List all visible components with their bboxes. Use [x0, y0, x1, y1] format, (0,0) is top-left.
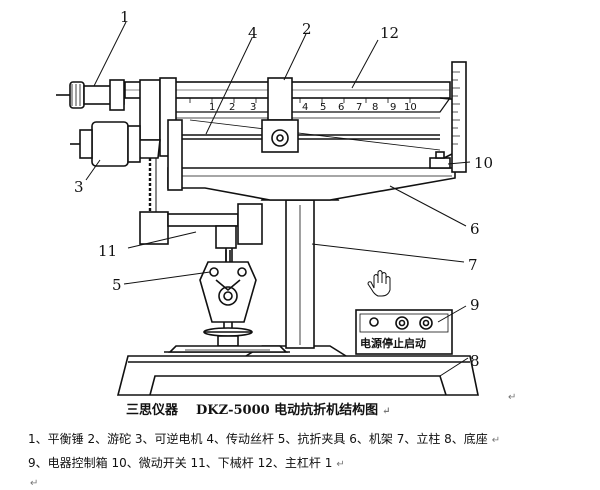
callout-11: 11 [98, 242, 117, 260]
hand-cursor-icon [367, 270, 391, 297]
scale-number: 3 [250, 102, 256, 113]
callout-5: 5 [112, 276, 122, 294]
scale-number: 4 [302, 102, 308, 113]
callout-1: 1 [120, 8, 130, 26]
callout-12: 12 [380, 24, 399, 42]
callout-9: 9 [470, 296, 480, 314]
callout-3: 3 [74, 178, 84, 196]
sliding-weight [267, 77, 293, 121]
return-mark: ↵ [491, 435, 501, 446]
control-box-label: 电源停止启动 [360, 336, 426, 350]
return-mark: ↵ [508, 392, 517, 403]
callout-8: 8 [470, 352, 480, 370]
scale-number: 6 [338, 102, 344, 113]
callout-4: 4 [248, 24, 258, 42]
diagram-title: 三思仪器 DKZ-5000 电动抗折机结构图↵ [126, 403, 600, 420]
title-model: DKZ-5000 电动抗折机结构图 [196, 403, 379, 418]
flexural-fixture [199, 250, 257, 352]
callout-7: 7 [468, 256, 478, 274]
return-mark: ↵ [30, 478, 39, 489]
return-mark: ↵ [336, 459, 345, 470]
callout-2: 2 [302, 20, 312, 38]
lower-lever [139, 211, 169, 245]
frame [167, 167, 456, 201]
micro-switch [429, 157, 451, 169]
reversible-motor [91, 121, 129, 167]
scale-number: 10 [404, 102, 417, 113]
legend-text: 9、电器控制箱 10、微动开关 11、下械杆 12、主杠杆 1 [28, 456, 333, 470]
scale-number: 9 [390, 102, 396, 113]
callout-10: 10 [474, 154, 493, 172]
callout-6: 6 [470, 220, 480, 238]
scale-number: 1 [209, 102, 215, 113]
legend-text: 1、平衡锤 2、游砣 3、可逆电机 4、传动丝杆 5、抗折夹具 6、机架 7、立… [28, 432, 488, 446]
legend-line-1: 1、平衡锤 2、游砣 3、可逆电机 4、传动丝杆 5、抗折夹具 6、机架 7、立… [28, 431, 600, 449]
return-mark: ↵ [382, 406, 391, 417]
scale-number: 5 [320, 102, 326, 113]
scale-number: 8 [372, 102, 378, 113]
scale-number: 2 [229, 102, 235, 113]
scale-number: 7 [356, 102, 362, 113]
title-brand: 三思仪器 [126, 403, 179, 418]
legend-line-2: 9、电器控制箱 10、微动开关 11、下械杆 12、主杠杆 1↵ [28, 455, 600, 473]
vertical-scale [451, 61, 467, 173]
